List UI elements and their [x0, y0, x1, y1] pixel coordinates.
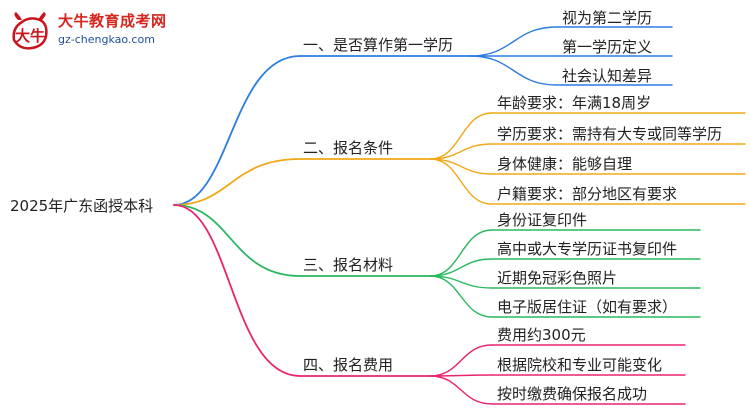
- branch-3-leaf-2: 高中或大专学历证书复印件: [497, 240, 678, 258]
- branch-2-connector: [173, 158, 301, 206]
- branch-2-leaf-1-connector: [429, 112, 493, 160]
- branch-4-connector: [173, 204, 301, 377]
- branch-3-leaf-4: 电子版居住证（如有要求）: [497, 298, 678, 316]
- branch-1-leaf-1: 视为第二学历: [562, 9, 653, 27]
- logo-title: 大牛教育成考网: [58, 12, 167, 30]
- branch-3-connector: [173, 204, 301, 277]
- branch-2-leaf-1: 年龄要求：年满18周岁: [497, 94, 652, 112]
- branch-3-label: 三、报名材料: [303, 256, 394, 274]
- branch-3-leaf-1: 身份证复印件: [497, 211, 588, 229]
- bull-mascot-icon: 大牛: [12, 12, 48, 50]
- branch-4-leaf-1-connector: [429, 344, 493, 377]
- branch-1-label: 一、是否算作第一学历: [303, 36, 454, 54]
- branch-4-label: 四、报名费用: [303, 356, 394, 374]
- branch-1-leaf-3-connector: [469, 55, 558, 86]
- branch-2-leaf-4: 户籍要求：部分地区有要求: [497, 185, 678, 203]
- branch-3-leaf-1-connector: [429, 229, 493, 277]
- branch-3-leaf-4-connector: [429, 275, 493, 318]
- branch-1-leaf-3: 社会认知差异: [562, 67, 653, 85]
- branch-3-leaf-3: 近期免冠彩色照片: [497, 269, 618, 287]
- branch-2-leaf-3: 身体健康：能够自理: [497, 155, 633, 173]
- branch-4-leaf-3-connector: [429, 375, 493, 405]
- site-logo[interactable]: 大牛 大牛教育成考网 gz-chengkao.com: [6, 8, 196, 54]
- root-node: 2025年广东函授本科: [10, 197, 154, 215]
- branch-1-leaf-2: 第一学历定义: [562, 38, 653, 56]
- branch-2-label: 二、报名条件: [303, 139, 394, 157]
- branch-4-leaf-2: 根据院校和专业可能变化: [497, 356, 663, 374]
- svg-text:大牛: 大牛: [15, 27, 45, 45]
- branch-3-leaf-2-connector: [429, 258, 493, 277]
- branch-2-leaf-2: 学历要求：需持有大专或同等学历: [497, 125, 723, 143]
- branch-4-leaf-1: 费用约300元: [497, 326, 586, 344]
- branch-2-leaf-2-connector: [429, 143, 493, 160]
- branch-1-connector: [173, 55, 301, 206]
- branch-2-leaf-4-connector: [429, 158, 493, 205]
- logo-url: gz-chengkao.com: [58, 33, 155, 46]
- branch-1-leaf-1-connector: [469, 26, 558, 57]
- branch-4-leaf-3: 按时缴费确保报名成功: [497, 385, 648, 403]
